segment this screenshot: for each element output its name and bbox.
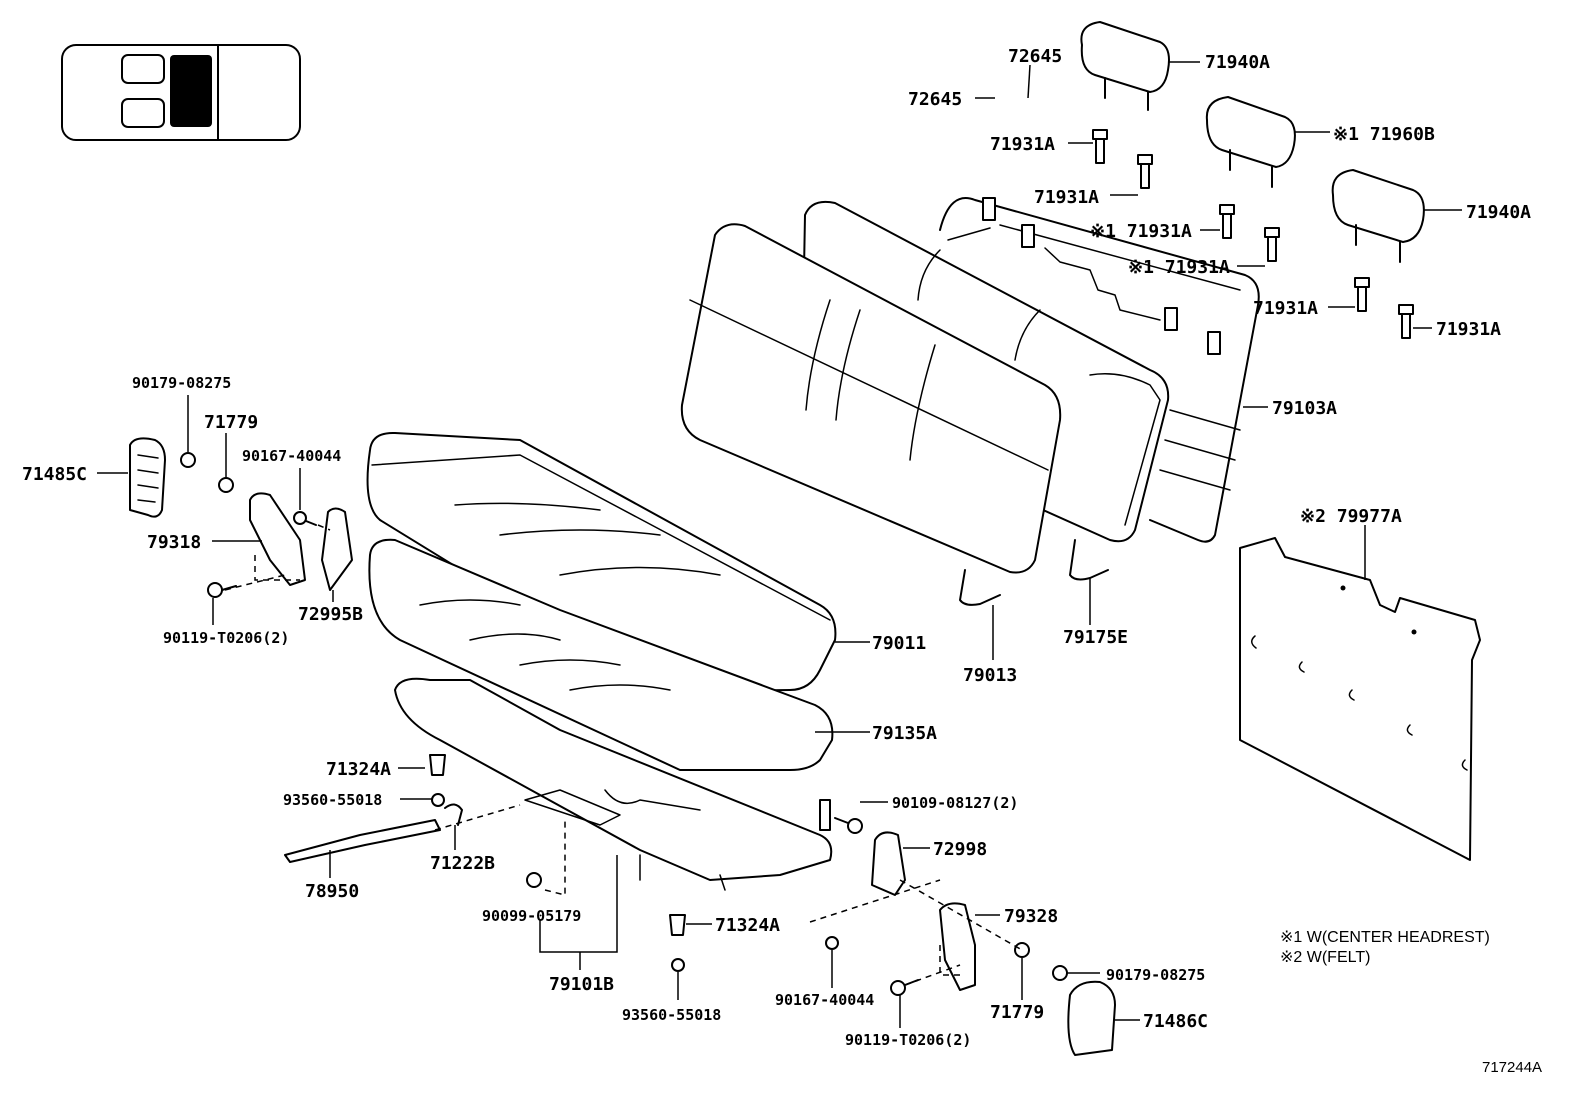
label-79328: 79328 bbox=[1004, 906, 1058, 927]
hinge-cover-71486C bbox=[1067, 980, 1116, 1056]
foot-71324A-top bbox=[429, 754, 446, 776]
nut-90179-top bbox=[180, 452, 196, 468]
foot-71324A-bottom bbox=[669, 914, 686, 936]
label-71931A-3: ※1 71931A bbox=[1090, 221, 1192, 242]
seat-cushion-pad bbox=[368, 538, 834, 771]
seat-frame bbox=[394, 677, 833, 891]
label-71960B: ※1 71960B bbox=[1333, 124, 1435, 145]
label-79011: 79011 bbox=[872, 633, 926, 654]
seat-cushion bbox=[366, 431, 837, 693]
label-79175E: 79175E bbox=[1063, 627, 1128, 648]
label-71324A-bottom: 71324A bbox=[715, 915, 780, 936]
note-center-headrest: ※1 W(CENTER HEADREST) bbox=[1280, 929, 1490, 946]
bracket-72995B bbox=[321, 507, 353, 591]
label-78950: 78950 bbox=[305, 881, 359, 902]
diagram-code: 717244A bbox=[1482, 1059, 1542, 1076]
bolt-90167-bottom bbox=[825, 936, 839, 950]
headrest-right bbox=[1331, 169, 1425, 263]
label-71931A-4: ※1 71931A bbox=[1128, 257, 1230, 278]
label-90109-08127: 90109-08127(2) bbox=[892, 794, 1018, 812]
label-79318: 79318 bbox=[147, 532, 201, 553]
label-90167-40044-bottom: 90167-40044 bbox=[775, 991, 874, 1009]
leader-lines bbox=[97, 61, 1462, 1028]
hinge-79328 bbox=[939, 902, 976, 991]
label-71779-top: 71779 bbox=[204, 412, 258, 433]
screw-93560-bottom bbox=[671, 958, 685, 972]
label-90179-08275-bottom: 90179-08275 bbox=[1106, 966, 1205, 984]
bushing-71779-top bbox=[218, 477, 234, 493]
label-72645-top: 72645 bbox=[1008, 46, 1062, 67]
label-72998: 72998 bbox=[933, 839, 987, 860]
label-71485C: 71485C bbox=[22, 464, 87, 485]
label-79103A: 79103A bbox=[1272, 398, 1337, 419]
felt-panel bbox=[1239, 537, 1481, 861]
bolt-90167-top bbox=[293, 511, 317, 526]
label-71931A-6: 71931A bbox=[1436, 319, 1501, 340]
hinge-79318 bbox=[249, 492, 306, 586]
bolt-90109-08127 bbox=[834, 817, 863, 834]
label-71931A-5: 71931A bbox=[1253, 298, 1318, 319]
seatback-frame bbox=[939, 197, 1260, 543]
label-79135A: 79135A bbox=[872, 723, 937, 744]
label-72645-left: 72645 bbox=[908, 89, 962, 110]
label-90167-40044-top: 90167-40044 bbox=[242, 447, 341, 465]
seat-locator-inset bbox=[61, 44, 301, 141]
label-79013: 79013 bbox=[963, 665, 1017, 686]
label-90099-05179: 90099-05179 bbox=[482, 907, 581, 925]
headrest-support-set bbox=[1092, 129, 1414, 339]
label-93560-55018-top: 93560-55018 bbox=[283, 791, 382, 809]
hinge-cover-72998 bbox=[871, 831, 906, 896]
label-79977A: ※2 79977A bbox=[1300, 506, 1402, 527]
label-79101B: 79101B bbox=[549, 974, 614, 995]
label-72995B: 72995B bbox=[298, 604, 363, 625]
label-71940A-right: 71940A bbox=[1466, 202, 1531, 223]
label-90179-08275-top: 90179-08275 bbox=[132, 374, 231, 392]
label-71931A-1: 71931A bbox=[990, 134, 1055, 155]
hook-71222B bbox=[444, 803, 463, 826]
headrest-center bbox=[1205, 96, 1296, 188]
label-71324A-top: 71324A bbox=[326, 759, 391, 780]
headrest-top bbox=[1080, 21, 1170, 111]
label-71931A-2: 71931A bbox=[1034, 187, 1099, 208]
label-71486C: 71486C bbox=[1143, 1011, 1208, 1032]
bolt-90119-bottom bbox=[890, 979, 919, 996]
seatback-cushion bbox=[680, 223, 1161, 606]
strap-78950 bbox=[284, 819, 441, 863]
screw-93560-top bbox=[431, 793, 445, 807]
note-felt: ※2 W(FELT) bbox=[1280, 949, 1370, 966]
bushing-71779-bottom bbox=[1014, 942, 1030, 958]
label-93560-55018-bottom: 93560-55018 bbox=[622, 1006, 721, 1024]
hinge-cover-left bbox=[129, 437, 166, 518]
label-71779-bottom: 71779 bbox=[990, 1002, 1044, 1023]
label-90119-T0206-bottom: 90119-T0206(2) bbox=[845, 1031, 971, 1049]
bolt-90119-top bbox=[207, 582, 237, 598]
screw-90099-05179 bbox=[526, 872, 542, 888]
label-71940A-top: 71940A bbox=[1205, 52, 1270, 73]
label-90119-T0206-top: 90119-T0206(2) bbox=[163, 629, 289, 647]
nut-90179-bottom bbox=[1052, 965, 1068, 981]
label-71222B: 71222B bbox=[430, 853, 495, 874]
